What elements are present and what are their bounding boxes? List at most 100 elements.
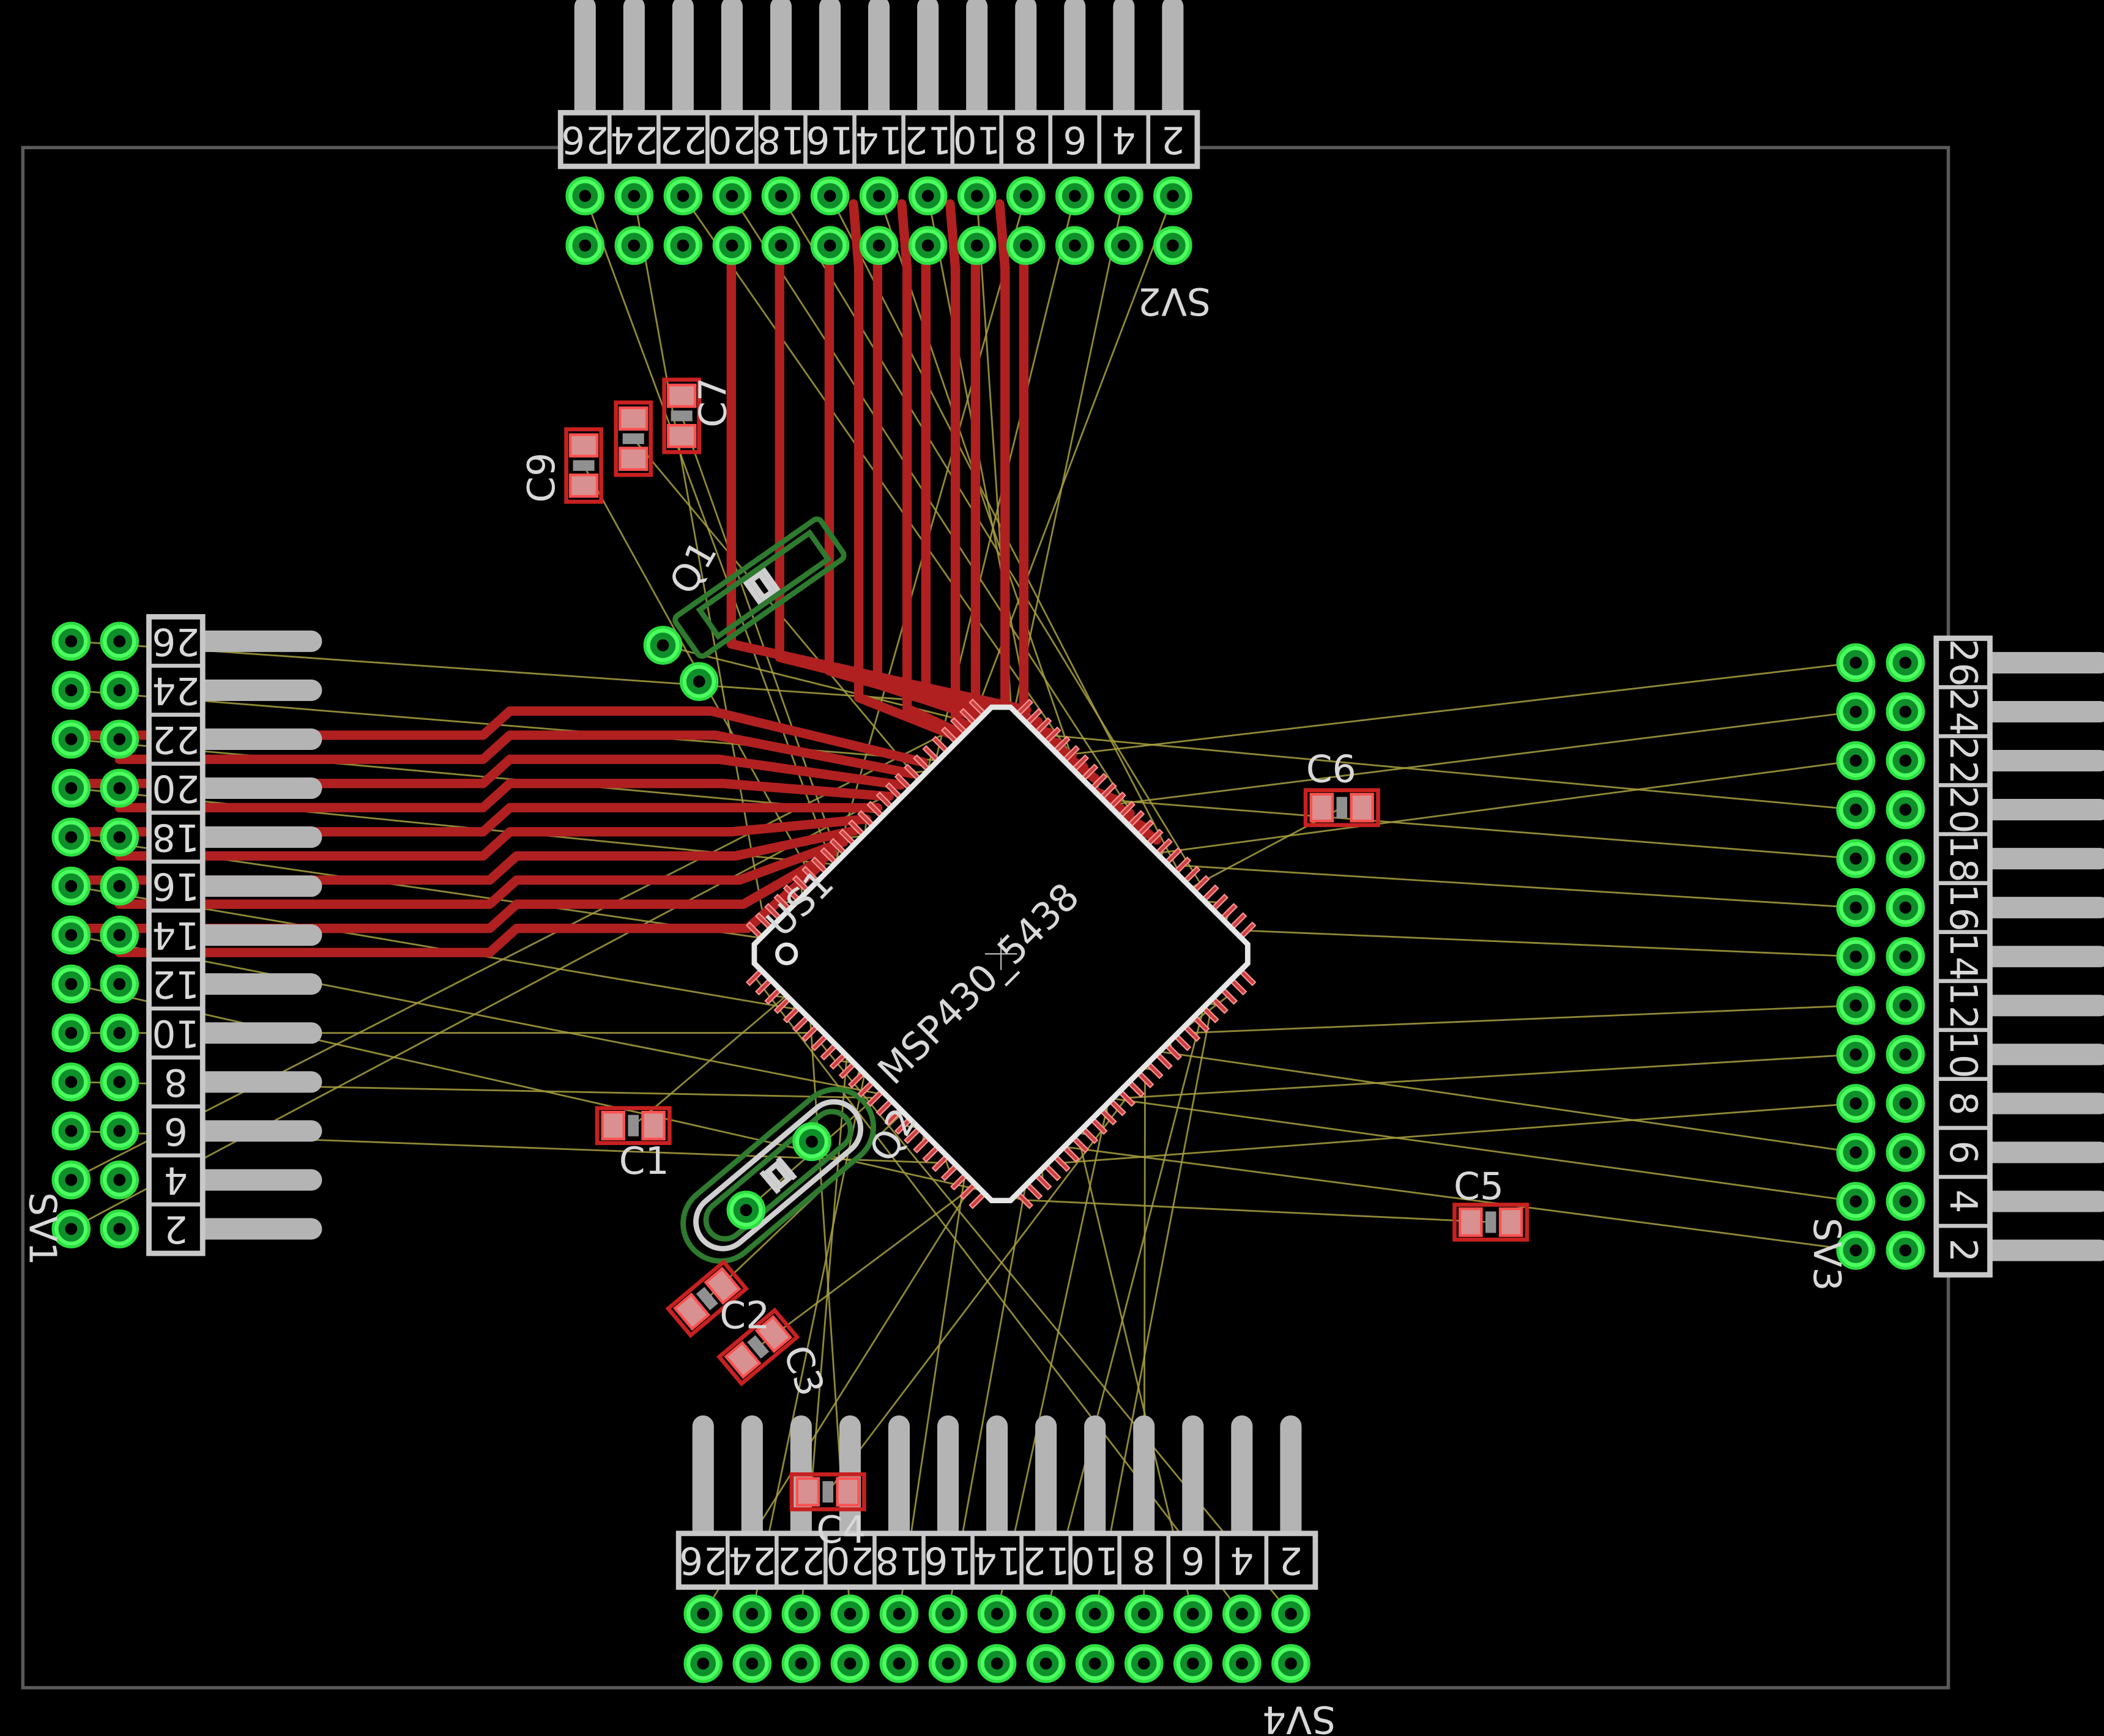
header-pad[interactable] (1836, 643, 1876, 683)
header-pad[interactable] (1075, 1644, 1115, 1683)
header-pad[interactable] (1836, 888, 1876, 927)
capacitor-c4[interactable] (789, 1472, 866, 1512)
header-pad[interactable] (1055, 226, 1095, 265)
header-pad[interactable] (1104, 226, 1143, 265)
header-pad[interactable] (51, 1063, 91, 1102)
header-pad[interactable] (1836, 986, 1876, 1025)
header-pad[interactable] (1886, 790, 1925, 829)
header-pad[interactable] (1836, 937, 1876, 976)
header-pad[interactable] (1886, 1231, 1925, 1270)
header-pad[interactable] (732, 1644, 772, 1683)
capacitor-c2[interactable] (665, 1259, 749, 1338)
header-pad[interactable] (1153, 176, 1192, 216)
header-pad[interactable] (1173, 1594, 1213, 1634)
header-pad[interactable] (1836, 1133, 1876, 1172)
header-pad[interactable] (100, 1013, 139, 1053)
header-pad[interactable] (663, 226, 703, 265)
header-pad[interactable] (1055, 176, 1095, 216)
capacitor-c1[interactable] (595, 1106, 672, 1145)
header-pad[interactable] (1124, 1644, 1164, 1683)
header-pad[interactable] (1886, 839, 1925, 878)
header-pad[interactable] (1026, 1644, 1066, 1683)
header-pad[interactable] (1836, 1084, 1876, 1123)
header-pad[interactable] (712, 176, 752, 216)
header-pad[interactable] (1886, 741, 1925, 781)
header-pad[interactable] (1836, 1035, 1876, 1074)
header-pad[interactable] (957, 176, 997, 216)
header-pad[interactable] (100, 1209, 139, 1248)
header-pad[interactable] (781, 1594, 821, 1634)
header-pad[interactable] (1886, 1035, 1925, 1074)
header-pad[interactable] (1836, 741, 1876, 781)
header-pad[interactable] (1886, 1133, 1925, 1172)
header-pad[interactable] (928, 1644, 968, 1683)
header-pad[interactable] (1836, 692, 1876, 732)
header-pad[interactable] (810, 176, 850, 216)
crystal-pad[interactable] (679, 662, 719, 701)
header-pad[interactable] (100, 1063, 139, 1102)
header-pad[interactable] (100, 768, 139, 808)
header-pad[interactable] (1006, 226, 1046, 265)
header-pad[interactable] (1222, 1644, 1262, 1683)
header-pad[interactable] (100, 1160, 139, 1200)
header-pad[interactable] (957, 226, 997, 265)
header-pad[interactable] (1075, 1594, 1115, 1634)
header-pad[interactable] (859, 226, 899, 265)
header-pad[interactable] (732, 1594, 772, 1634)
header-pad[interactable] (51, 768, 91, 808)
header-pad[interactable] (100, 866, 139, 906)
header-pad[interactable] (1886, 1182, 1925, 1221)
header-pad[interactable] (683, 1594, 723, 1634)
header-pad[interactable] (977, 1594, 1017, 1634)
header-pad[interactable] (977, 1644, 1017, 1683)
header-pad[interactable] (1222, 1594, 1262, 1634)
header-pad[interactable] (761, 226, 801, 265)
header-pad[interactable] (614, 176, 654, 216)
crystal-pad[interactable] (643, 626, 683, 665)
header-pad[interactable] (51, 1209, 91, 1248)
capacitor-c9[interactable] (564, 427, 603, 504)
header-pad[interactable] (761, 176, 801, 216)
header-pad[interactable] (1886, 643, 1925, 683)
header-pad[interactable] (565, 176, 605, 216)
header-pad[interactable] (1006, 176, 1046, 216)
header-pad[interactable] (830, 1644, 870, 1683)
header-pad[interactable] (1836, 1231, 1876, 1270)
header-pad[interactable] (100, 719, 139, 759)
header-pad[interactable] (100, 621, 139, 661)
capacitor-c8[interactable] (614, 400, 653, 477)
header-pad[interactable] (1836, 790, 1876, 829)
header-pad[interactable] (1173, 1644, 1213, 1683)
crystal-pad[interactable] (792, 1122, 831, 1162)
header-pad[interactable] (810, 226, 850, 265)
header-pad[interactable] (1886, 937, 1925, 976)
header-pad[interactable] (51, 1160, 91, 1200)
crystal-pad[interactable] (726, 1190, 766, 1230)
header-pad[interactable] (712, 226, 752, 265)
header-pad[interactable] (100, 817, 139, 857)
header-pad[interactable] (1886, 888, 1925, 927)
header-pad[interactable] (683, 1644, 723, 1683)
header-pad[interactable] (781, 1644, 821, 1683)
header-pad[interactable] (1271, 1594, 1310, 1634)
header-pad[interactable] (51, 719, 91, 759)
header-pad[interactable] (908, 226, 948, 265)
header-pad[interactable] (51, 621, 91, 661)
crystal-q2[interactable] (667, 1074, 888, 1277)
header-pad[interactable] (1153, 226, 1192, 265)
header-pad[interactable] (879, 1644, 919, 1683)
header-pad[interactable] (1104, 176, 1143, 216)
header-pad[interactable] (830, 1594, 870, 1634)
header-pad[interactable] (100, 1111, 139, 1151)
header-pad[interactable] (565, 226, 605, 265)
header-pad[interactable] (51, 1013, 91, 1053)
header-pad[interactable] (1836, 1182, 1876, 1221)
capacitor-c5[interactable] (1452, 1203, 1530, 1242)
header-pad[interactable] (51, 866, 91, 906)
header-pad[interactable] (928, 1594, 968, 1634)
header-pad[interactable] (1124, 1594, 1164, 1634)
